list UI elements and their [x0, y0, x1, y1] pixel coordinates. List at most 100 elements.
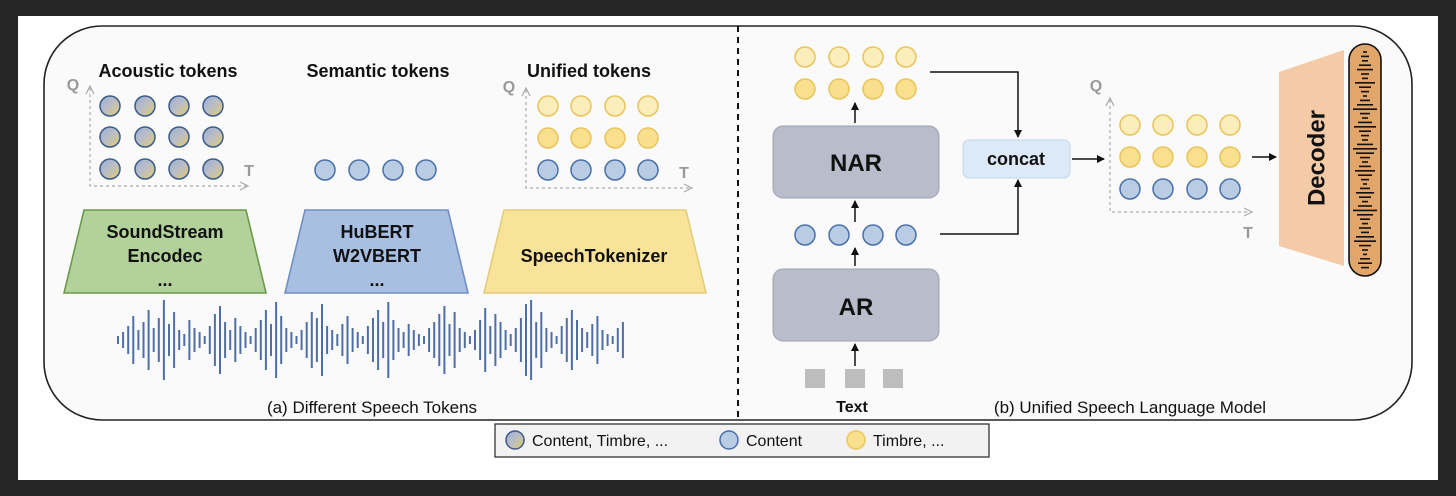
combined-axis-t: T — [1243, 225, 1253, 242]
acoustic-token — [134, 158, 156, 180]
text-token — [805, 369, 825, 388]
acoustic-token-grid — [99, 95, 224, 180]
acoustic-tokens-group: Acoustic tokens Q T — [67, 61, 254, 191]
unified-token — [637, 127, 659, 149]
combined-token — [1186, 146, 1208, 168]
unified-token — [604, 95, 626, 117]
encoder-line-3: ... — [369, 270, 384, 290]
unified-token — [570, 127, 592, 149]
nar-output-token — [794, 78, 816, 100]
acoustic-token — [168, 158, 190, 180]
concat-block: concat — [962, 139, 1071, 179]
unified-token — [637, 159, 659, 181]
unified-token — [570, 95, 592, 117]
unified-title: Unified tokens — [527, 61, 651, 81]
semantic-token-row — [314, 159, 437, 181]
legend-timbre-swatch — [846, 430, 866, 450]
unified-token — [537, 127, 559, 149]
combined-token — [1119, 146, 1141, 168]
text-token — [845, 369, 865, 388]
semantic-token — [314, 159, 336, 181]
acoustic-token — [202, 95, 224, 117]
left-caption: (a) Different Speech Tokens — [267, 398, 477, 417]
text-label: Text — [836, 399, 868, 416]
output-waveform — [1348, 43, 1382, 277]
text-tokens — [805, 369, 903, 388]
unified-axis-q: Q — [503, 79, 515, 96]
combined-token — [1119, 178, 1141, 200]
nar-label: NAR — [830, 150, 882, 177]
unified-token — [570, 159, 592, 181]
hubert-encoder: HuBERT W2VBERT ... — [283, 209, 470, 294]
ar-output-token — [828, 224, 850, 246]
acoustic-token — [134, 126, 156, 148]
legend-mixed-swatch — [505, 430, 525, 450]
acoustic-axis-q-arrow — [85, 84, 95, 95]
combined-token — [1152, 114, 1174, 136]
speech-waveform — [117, 300, 624, 380]
unified-token-grid — [537, 95, 659, 181]
unified-token — [637, 95, 659, 117]
nar-output-token — [828, 46, 850, 68]
semantic-title: Semantic tokens — [306, 61, 449, 81]
nar-output-token — [895, 78, 917, 100]
nar-block: NAR — [772, 125, 940, 199]
ar-label: AR — [839, 294, 874, 321]
combined-tokens-group: Q T — [1090, 78, 1254, 242]
nar-output-token — [862, 78, 884, 100]
unified-token — [604, 159, 626, 181]
semantic-tokens-group: Semantic tokens — [306, 61, 450, 181]
combined-token — [1219, 146, 1241, 168]
combined-token — [1219, 114, 1241, 136]
soundstream-encoder: SoundStream Encodec ... — [62, 209, 268, 294]
acoustic-token — [168, 95, 190, 117]
nar-output-token — [895, 46, 917, 68]
acoustic-axes — [89, 88, 246, 187]
arrow-ar-output-to-concat — [940, 179, 1022, 235]
unified-token — [537, 159, 559, 181]
encoder-line-3: ... — [157, 270, 172, 290]
acoustic-token — [202, 126, 224, 148]
nar-output-tokens — [794, 46, 917, 100]
legend-label-content: Content — [746, 433, 803, 450]
nar-output-token — [862, 46, 884, 68]
text-token — [883, 369, 903, 388]
legend-label-timbre: Timbre, ... — [873, 433, 944, 450]
nar-output-token — [828, 78, 850, 100]
encoder-line-2: W2VBERT — [333, 246, 421, 266]
concat-label: concat — [987, 149, 1045, 169]
combined-axes — [1109, 100, 1250, 213]
decoder-label: Decoder — [1303, 110, 1330, 206]
combined-token — [1219, 178, 1241, 200]
acoustic-token — [168, 126, 190, 148]
ar-output-token — [794, 224, 816, 246]
encoder-line-1: SoundStream — [106, 222, 223, 242]
acoustic-axis-q: Q — [67, 77, 79, 94]
ar-output-token — [862, 224, 884, 246]
acoustic-token — [134, 95, 156, 117]
combined-axis-q-arrow — [1105, 96, 1115, 107]
nar-output-token — [794, 46, 816, 68]
ar-output-token — [895, 224, 917, 246]
acoustic-token — [99, 95, 121, 117]
combined-token — [1186, 178, 1208, 200]
acoustic-token — [99, 158, 121, 180]
acoustic-token — [202, 158, 224, 180]
combined-axis-q: Q — [1090, 78, 1102, 95]
acoustic-title: Acoustic tokens — [98, 61, 237, 81]
speechtokenizer-encoder: SpeechTokenizer — [482, 209, 708, 294]
unified-tokens-group: Unified tokens Q T — [503, 61, 694, 193]
unified-token — [604, 127, 626, 149]
main-panel — [43, 25, 1413, 421]
arrow-nar-output-to-concat — [930, 71, 1022, 138]
unified-token — [537, 95, 559, 117]
unified-axis-q-arrow — [521, 86, 531, 97]
ar-block: AR — [772, 268, 940, 342]
semantic-token — [382, 159, 404, 181]
combined-token — [1186, 114, 1208, 136]
acoustic-token — [99, 126, 121, 148]
acoustic-axis-t: T — [244, 163, 254, 180]
unified-axis-t-arrow — [683, 183, 694, 193]
semantic-token — [415, 159, 437, 181]
